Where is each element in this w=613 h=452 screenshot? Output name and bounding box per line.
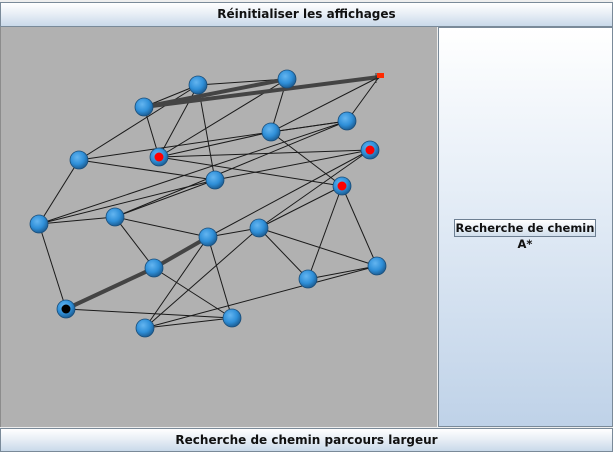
graph-edge xyxy=(270,131,343,187)
graph-edge xyxy=(258,149,371,229)
graph-node[interactable] xyxy=(367,256,387,276)
graph-node[interactable] xyxy=(337,111,357,131)
graph-node[interactable] xyxy=(134,97,154,117)
visited-node-marker xyxy=(365,145,375,155)
graph-node[interactable] xyxy=(144,258,164,278)
graph-edge xyxy=(38,159,80,225)
graph-node[interactable] xyxy=(29,214,49,234)
graph-node[interactable] xyxy=(135,318,155,338)
graph-node[interactable] xyxy=(222,308,242,328)
graph-edge xyxy=(144,317,233,329)
graph-node[interactable] xyxy=(249,218,269,238)
visited-node-marker xyxy=(337,181,347,191)
astar-search-button[interactable]: Recherche de chemin A* xyxy=(454,219,596,251)
graph-edge xyxy=(307,265,378,280)
graph-node[interactable] xyxy=(188,75,208,95)
start-node-marker xyxy=(61,304,71,314)
graph-node[interactable] xyxy=(261,122,281,142)
graph-edge xyxy=(158,149,371,158)
graph-edge xyxy=(214,149,371,181)
graph-edge xyxy=(207,149,371,238)
graph-edge xyxy=(270,120,348,133)
graph-node[interactable] xyxy=(198,227,218,247)
graph-edge xyxy=(38,216,116,225)
graph-edge xyxy=(144,227,260,329)
graph-edge xyxy=(258,227,309,280)
path-edge xyxy=(65,266,155,311)
bfs-search-button[interactable]: Recherche de chemin parcours largeur xyxy=(0,428,613,452)
graph-edge xyxy=(38,120,348,225)
graph-edge xyxy=(207,236,233,319)
graph-drawing[interactable] xyxy=(1,27,438,427)
nodes-layer xyxy=(29,69,387,338)
graph-edge xyxy=(78,159,216,181)
visited-node-marker xyxy=(154,152,164,162)
graph-node[interactable] xyxy=(277,69,297,89)
graph-node[interactable] xyxy=(69,150,89,170)
graph-edge xyxy=(270,76,380,133)
graph-edge xyxy=(158,131,272,158)
graph-edge xyxy=(258,185,343,229)
graph-edge xyxy=(38,223,67,310)
reset-displays-button[interactable]: Réinitialiser les affichages xyxy=(0,2,613,27)
edges-layer xyxy=(38,75,380,329)
path-edge xyxy=(153,235,209,270)
graph-node[interactable] xyxy=(105,207,125,227)
graph-node[interactable] xyxy=(298,269,318,289)
graph-edge xyxy=(78,84,199,161)
graph-canvas[interactable] xyxy=(0,27,437,427)
graph-edge xyxy=(114,216,155,269)
graph-edge xyxy=(258,227,378,267)
graph-edge xyxy=(114,179,216,218)
path-edge xyxy=(143,75,380,109)
graph-edge xyxy=(144,265,378,329)
side-panel: Recherche de chemin A* xyxy=(438,27,613,427)
graph-edge xyxy=(114,216,209,238)
graph-edge xyxy=(307,185,343,280)
goal-flag-icon[interactable] xyxy=(375,73,384,83)
graph-edge xyxy=(153,267,233,319)
graph-edge xyxy=(38,179,216,225)
graph-edge xyxy=(341,185,378,267)
graph-edge xyxy=(114,120,348,218)
graph-node[interactable] xyxy=(205,170,225,190)
graph-edge xyxy=(65,308,233,319)
